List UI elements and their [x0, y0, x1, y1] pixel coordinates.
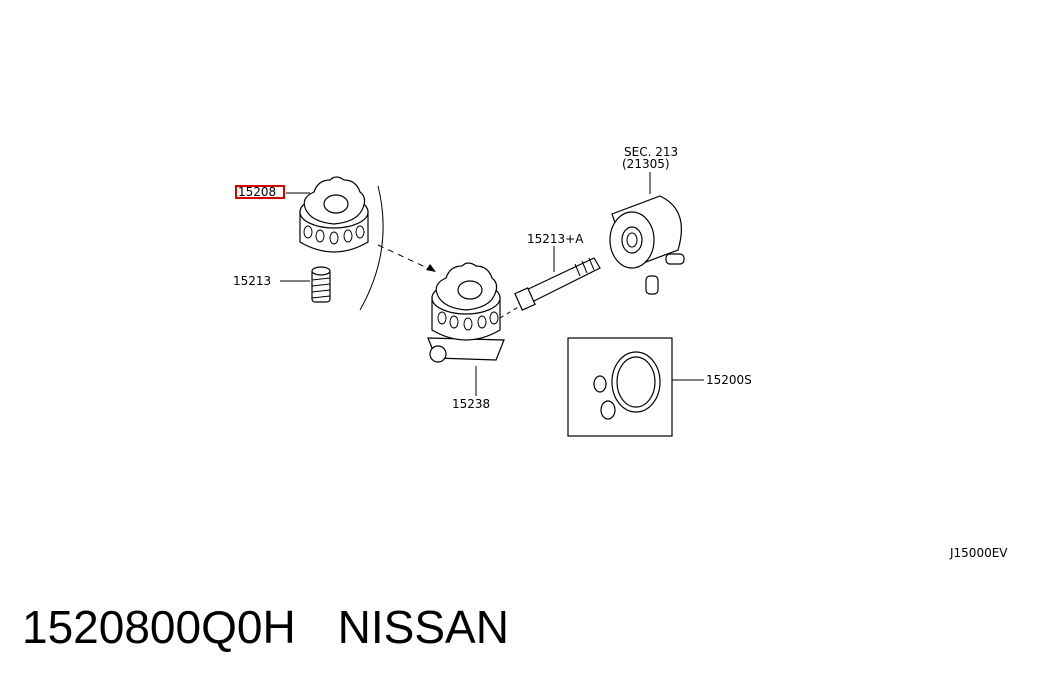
connector-15213a[interactable] — [514, 257, 601, 311]
highlight-box — [235, 185, 285, 199]
gasket-kit-15200s[interactable] — [567, 337, 673, 437]
label-sec213-sub: (21305) — [622, 157, 670, 171]
label-15213a[interactable]: 15213+A — [527, 232, 584, 246]
drain-bolt-15213[interactable] — [311, 266, 331, 303]
label-15238[interactable]: 15238 — [452, 397, 490, 411]
part-number: 1520800Q0H — [22, 601, 296, 653]
brand-name: NISSAN — [337, 601, 509, 653]
parts-diagram: 15208 15213 15213+A SEC. 213 (21305) 152… — [233, 145, 1008, 560]
caption: 1520800Q0H NISSAN — [22, 600, 509, 654]
label-sec213[interactable]: SEC. 213 — [624, 145, 678, 159]
label-15208[interactable]: 15208 — [238, 185, 276, 199]
label-15213[interactable]: 15213 — [233, 274, 271, 288]
oil-cooler-sec213[interactable] — [609, 195, 685, 295]
oil-filter-15208[interactable] — [299, 176, 369, 253]
filter-bracket-15238[interactable] — [427, 262, 521, 363]
label-15200s[interactable]: 15200S — [706, 373, 752, 387]
diagram-code: J15000EV — [949, 546, 1008, 560]
